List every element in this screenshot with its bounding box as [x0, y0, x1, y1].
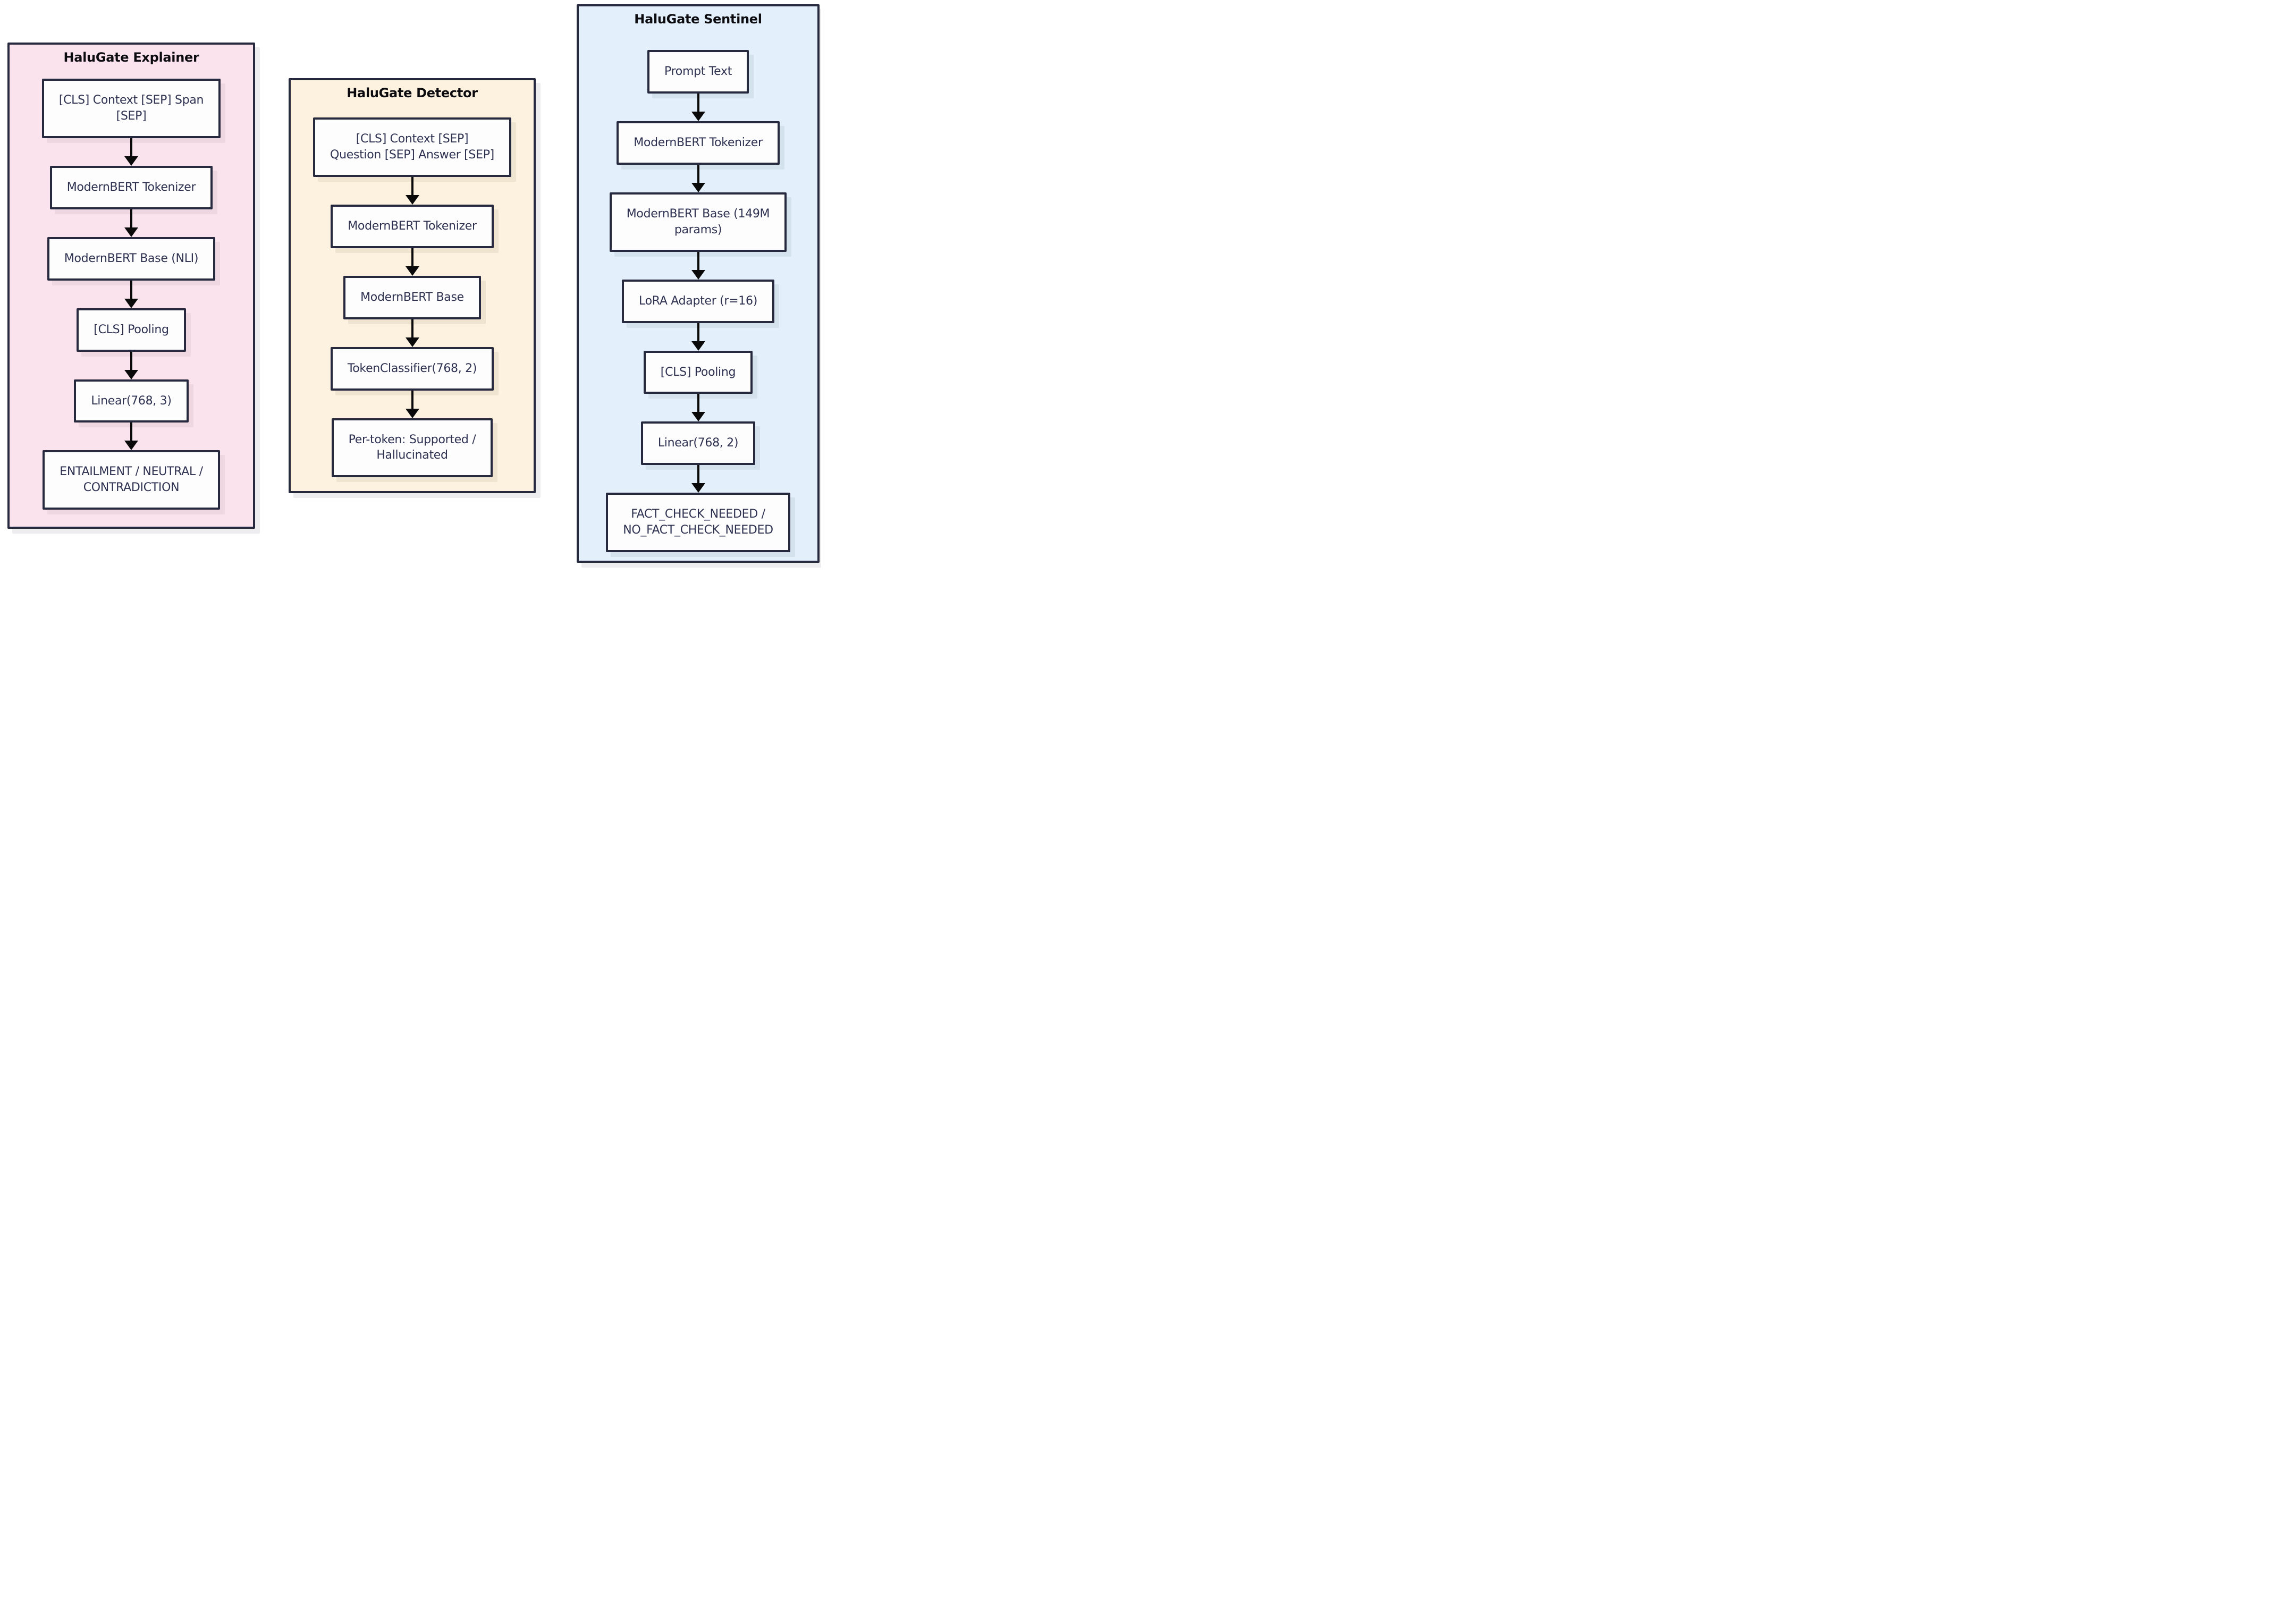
- node-detector-output: Per-token: Supported / Hallucinated: [331, 418, 493, 478]
- arrow-down-icon: [406, 391, 419, 418]
- node-label: [CLS] Pooling: [660, 365, 736, 379]
- node-explainer-input: [CLS] Context [SEP] Span [SEP]: [41, 79, 221, 138]
- node-explainer-output: ENTAILMENT / NEUTRAL / CONTRADICTION: [43, 450, 220, 510]
- arrow-down-icon: [691, 394, 705, 421]
- node-sentinel-output: FACT_CHECK_NEEDED / NO_FACT_CHECK_NEEDED: [606, 493, 790, 553]
- node-label: Linear(768, 2): [657, 436, 739, 450]
- node-explainer-cls-pooling: [CLS] Pooling: [77, 308, 186, 352]
- node-label: FACT_CHECK_NEEDED / NO_FACT_CHECK_NEEDED: [623, 508, 773, 537]
- node-label: ModernBERT Tokenizer: [66, 180, 196, 194]
- arrow-down-icon: [124, 281, 138, 308]
- node-detector-input: [CLS] Context [SEP] Question [SEP] Answe…: [313, 117, 511, 177]
- node-detector-tokenizer: ModernBERT Tokenizer: [331, 204, 494, 248]
- node-label: ModernBERT Base (NLI): [64, 251, 199, 265]
- node-sentinel-tokenizer: ModernBERT Tokenizer: [617, 121, 780, 165]
- node-label: ModernBERT Tokenizer: [634, 136, 763, 149]
- arrow-down-icon: [691, 323, 705, 351]
- arrow-down-icon: [124, 352, 138, 379]
- node-detector-base: ModernBERT Base: [343, 275, 481, 319]
- arrow-down-icon: [406, 319, 419, 347]
- panel-halugate-detector: HaluGate Detector [CLS] Context [SEP] Qu…: [289, 78, 536, 493]
- node-label: ENTAILMENT / NEUTRAL / CONTRADICTION: [60, 465, 203, 495]
- arrow-down-icon: [691, 252, 705, 280]
- arrow-down-icon: [124, 423, 138, 450]
- node-label: [CLS] Context [SEP] Question [SEP] Answe…: [330, 132, 494, 162]
- arrow-down-icon: [124, 209, 138, 237]
- panel-halugate-explainer: HaluGate Explainer [CLS] Context [SEP] S…: [7, 43, 255, 529]
- node-label: [CLS] Context [SEP] Span [SEP]: [58, 94, 204, 123]
- panel-halugate-sentinel: HaluGate Sentinel Prompt Text ModernBERT…: [577, 4, 820, 563]
- node-sentinel-cls-pooling: [CLS] Pooling: [643, 350, 753, 394]
- node-label: ModernBERT Tokenizer: [348, 219, 477, 233]
- node-label: LoRA Adapter (r=16): [639, 294, 757, 308]
- panel-title-sentinel: HaluGate Sentinel: [634, 12, 762, 27]
- node-sentinel-base-149m: ModernBERT Base (149M params): [609, 192, 787, 252]
- node-label: Per-token: Supported / Hallucinated: [348, 433, 476, 462]
- arrow-down-icon: [406, 248, 419, 276]
- node-label: ModernBERT Base: [360, 290, 464, 304]
- diagram-canvas: HaluGate Explainer [CLS] Context [SEP] S…: [0, 0, 821, 571]
- arrow-down-icon: [406, 177, 419, 205]
- arrow-down-icon: [691, 465, 705, 493]
- node-label: ModernBERT Base (149M params): [626, 207, 770, 236]
- node-sentinel-prompt-text: Prompt Text: [647, 50, 749, 94]
- node-sentinel-lora-adapter: LoRA Adapter (r=16): [622, 279, 774, 323]
- node-explainer-tokenizer: ModernBERT Tokenizer: [49, 165, 213, 209]
- node-explainer-base-nli: ModernBERT Base (NLI): [47, 236, 216, 281]
- node-explainer-linear: Linear(768, 3): [74, 379, 189, 423]
- panel-title-detector: HaluGate Detector: [347, 86, 478, 100]
- arrow-down-icon: [691, 165, 705, 192]
- node-label: [CLS] Pooling: [94, 323, 169, 336]
- node-label: Linear(768, 3): [91, 394, 172, 408]
- node-label: Prompt Text: [664, 65, 732, 78]
- arrow-down-icon: [691, 94, 705, 121]
- node-sentinel-linear: Linear(768, 2): [640, 421, 756, 466]
- arrow-down-icon: [124, 138, 138, 166]
- node-detector-token-classifier: TokenClassifier(768, 2): [330, 347, 494, 391]
- panel-title-explainer: HaluGate Explainer: [63, 50, 199, 65]
- node-label: TokenClassifier(768, 2): [347, 361, 477, 375]
